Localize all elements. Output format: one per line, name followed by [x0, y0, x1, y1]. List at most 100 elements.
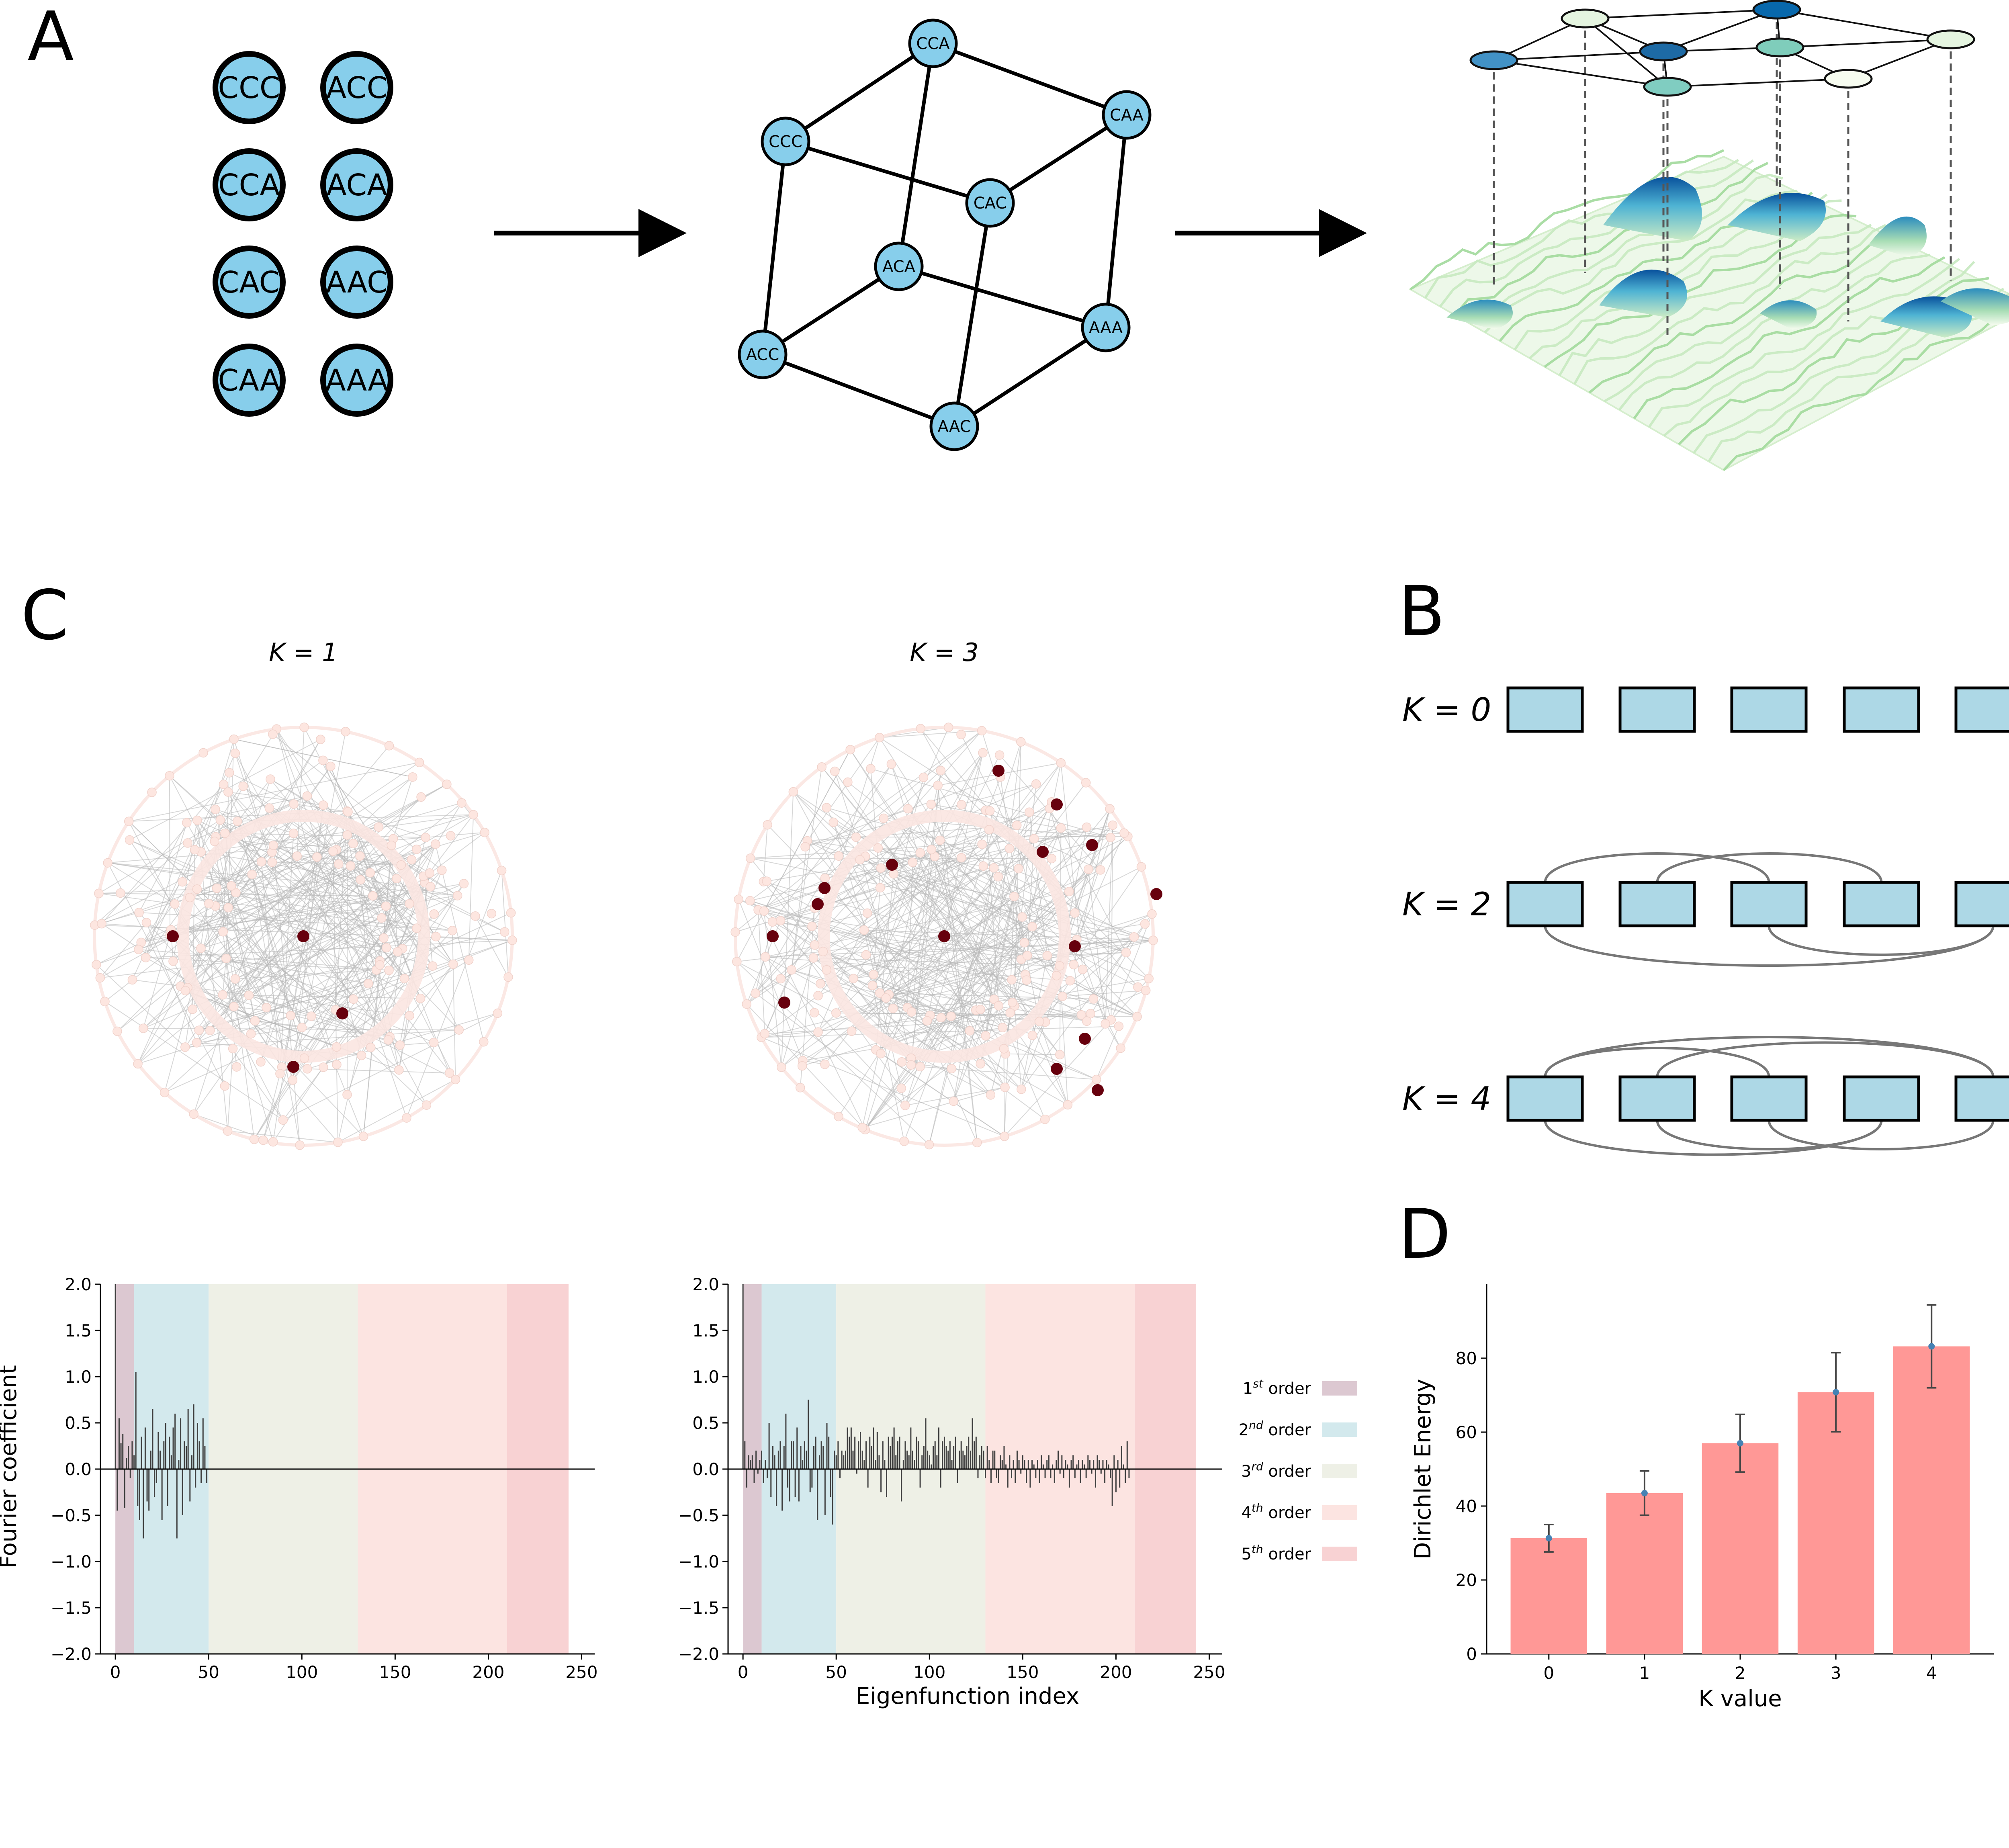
network-node [795, 1083, 805, 1093]
network-node [487, 909, 497, 919]
network-node [843, 777, 853, 787]
network-node [879, 813, 889, 823]
cube-node [761, 117, 810, 166]
network-edge [736, 961, 930, 1145]
network-edge [143, 935, 171, 1029]
network-node [92, 960, 101, 970]
network-edge [347, 810, 426, 838]
network-node [888, 1003, 898, 1013]
network-node [985, 806, 995, 816]
network-node [396, 860, 406, 870]
network-edge [1068, 837, 1111, 892]
network-edge [276, 729, 362, 1056]
network-node [1101, 1019, 1110, 1029]
network-active-node [992, 765, 1004, 777]
y-tick-label: 0.5 [65, 1413, 92, 1433]
top-graph-node [1755, 37, 1804, 57]
cube-node-label: CCC [769, 133, 802, 151]
network-node [178, 877, 187, 887]
sequence-site-box [1954, 686, 2009, 733]
network-edge [187, 917, 382, 988]
network-edge [201, 814, 474, 853]
network-node [978, 861, 988, 871]
network-node [977, 726, 987, 736]
x-tick-label: 50 [825, 1662, 847, 1682]
network-node [428, 961, 438, 971]
network-edge [501, 870, 509, 977]
network-node [168, 956, 178, 966]
network-node [228, 1044, 238, 1054]
network-node [116, 888, 125, 898]
top-graph-node [1926, 29, 1975, 49]
network-node [788, 787, 798, 797]
network-node [745, 896, 755, 906]
landscape-peak [1728, 193, 1826, 241]
network-node [194, 1025, 204, 1035]
network-node [926, 799, 936, 809]
k-connection-arc [1544, 852, 1770, 883]
k-row-label: K = 4 [1402, 1080, 1491, 1117]
network-node [452, 891, 462, 900]
network-node [198, 748, 208, 758]
cube-node-label: ACC [746, 346, 779, 364]
top-graph-edge [1585, 9, 1777, 19]
network-node [319, 1062, 328, 1072]
network-edge [883, 818, 994, 1000]
network-edge [145, 940, 512, 958]
network-edge [227, 1130, 338, 1143]
network-node [295, 1140, 305, 1150]
sequence-site-box [1506, 686, 1584, 733]
k-row-label: K = 0 [1402, 691, 1491, 729]
network-edge [807, 840, 984, 867]
network-node [429, 909, 439, 919]
network-edge [1073, 964, 1082, 1015]
network-edge [129, 839, 380, 962]
top-graph-node [1752, 0, 1801, 20]
network-node [972, 1138, 982, 1148]
landscape-ridge [1424, 159, 1739, 299]
network-node [343, 807, 353, 817]
network-edge [292, 1009, 336, 1081]
network-node [999, 1044, 1009, 1054]
network-node [416, 792, 426, 802]
cube-edge [953, 326, 1107, 428]
cube-edge [761, 265, 900, 356]
network-edge [233, 810, 348, 1007]
network-node [356, 875, 366, 885]
network-node [381, 901, 391, 911]
network-node [375, 960, 385, 970]
network-node [205, 1025, 215, 1036]
cube-node [738, 329, 788, 379]
network-node [286, 1011, 296, 1021]
network-edge [761, 940, 1154, 1038]
network-edge [764, 970, 792, 1034]
network-node [1055, 961, 1064, 971]
network-edge [761, 1037, 1005, 1137]
y-tick-label: 2.0 [692, 1275, 719, 1294]
network-node [1055, 1050, 1065, 1060]
network-edge [866, 940, 1153, 956]
network-node [346, 861, 356, 871]
network-node [986, 1090, 996, 1100]
network-node [927, 845, 937, 854]
network-node-ring [818, 810, 1071, 1063]
network-edge [880, 993, 1094, 999]
cube-node-label: CAA [1110, 106, 1144, 125]
x-tick-label: 200 [472, 1662, 504, 1682]
network-edge [791, 841, 808, 970]
network-edge [117, 843, 354, 1032]
k-connection-arc [1544, 925, 1995, 967]
network-edge [834, 771, 1068, 1105]
network-node [820, 873, 830, 883]
legend-label: 1st order [1243, 1377, 1311, 1398]
network-node [1058, 991, 1067, 1001]
network-node [232, 1062, 241, 1072]
network-edge [1090, 990, 1146, 1014]
network-node [256, 1057, 266, 1067]
network-node [889, 869, 898, 879]
network-edge [223, 931, 267, 1008]
network-node [732, 957, 742, 966]
network-node [916, 724, 926, 734]
